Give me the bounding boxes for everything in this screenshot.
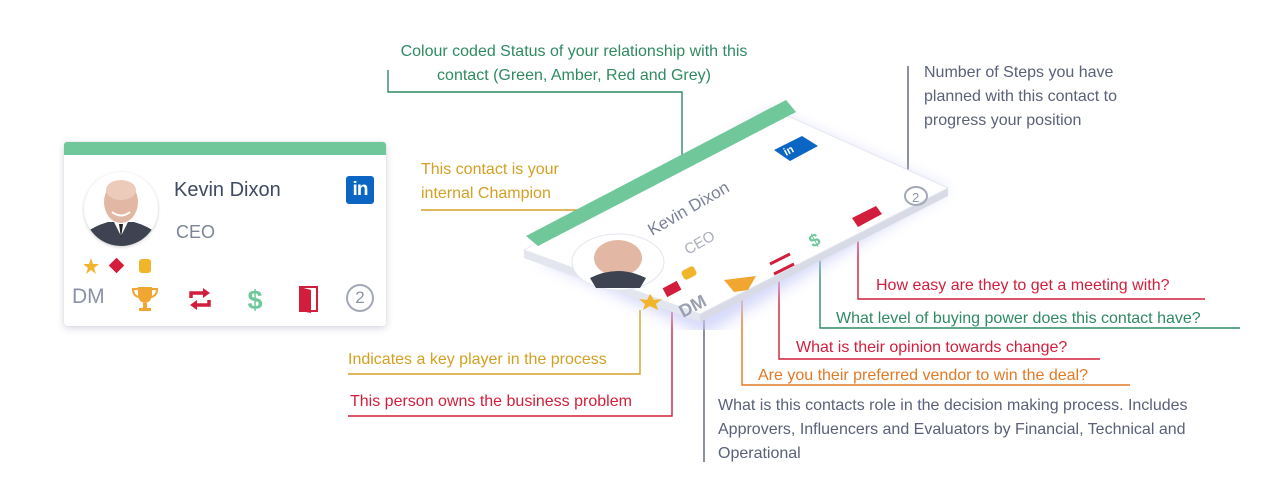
annotation-key-player: Indicates a key player in the process — [348, 351, 607, 368]
badge-row — [84, 257, 151, 274]
annotation-champion: This contact is your internal Champion — [421, 161, 559, 202]
annotation-steps: Number of Steps you have planned with th… — [924, 64, 1118, 129]
svg-text:2: 2 — [912, 190, 919, 205]
avatar-3d — [571, 233, 665, 291]
change-arrows-icon-3d — [769, 252, 795, 276]
champion-icon-3d — [681, 266, 697, 280]
steps-circle-icon[interactable]: 2 — [346, 284, 374, 312]
change-arrows-icon — [189, 288, 211, 310]
door-icon-3d — [852, 206, 882, 227]
star-icon-3d — [639, 294, 662, 310]
annotation-status: Colour coded Status of your relationship… — [400, 43, 748, 84]
annotation-role: What is this contacts role in the decisi… — [718, 397, 1188, 462]
annotation-problem-owner: This person owns the business problem — [350, 393, 632, 410]
door-icon — [299, 286, 318, 313]
problem-owner-icon — [108, 257, 125, 274]
status-bar — [64, 142, 386, 155]
dollar-icon: $ — [247, 285, 262, 314]
linkedin-icon[interactable]: in — [346, 176, 374, 204]
avatar — [84, 172, 158, 246]
star-icon — [84, 258, 99, 274]
trophy-icon — [131, 287, 159, 311]
contact-name: Kevin Dixon — [174, 179, 281, 201]
annotation-meeting: How easy are they to get a meeting with? — [876, 277, 1170, 294]
contact-title: CEO — [176, 222, 216, 242]
steps-circle-icon-3d — [904, 186, 928, 206]
linkedin-icon-3d: in — [774, 136, 818, 161]
contact-card[interactable]: Kevin Dixon CEO in DM $ 2 — [64, 142, 386, 326]
problem-owner-icon-3d — [662, 280, 682, 298]
annotation-change: What is their opinion towards change? — [796, 339, 1068, 356]
trophy-icon-3d — [724, 276, 756, 292]
annotation-buying-power: What level of buying power does this con… — [836, 310, 1201, 327]
champion-icon — [139, 259, 151, 273]
annotation-vendor: Are you their preferred vendor to win th… — [758, 367, 1088, 384]
contact-card-3d: Kevin Dixon CEO in 2 $ DM — [522, 100, 950, 330]
role-code: DM — [72, 285, 105, 308]
svg-text:$: $ — [247, 285, 262, 314]
